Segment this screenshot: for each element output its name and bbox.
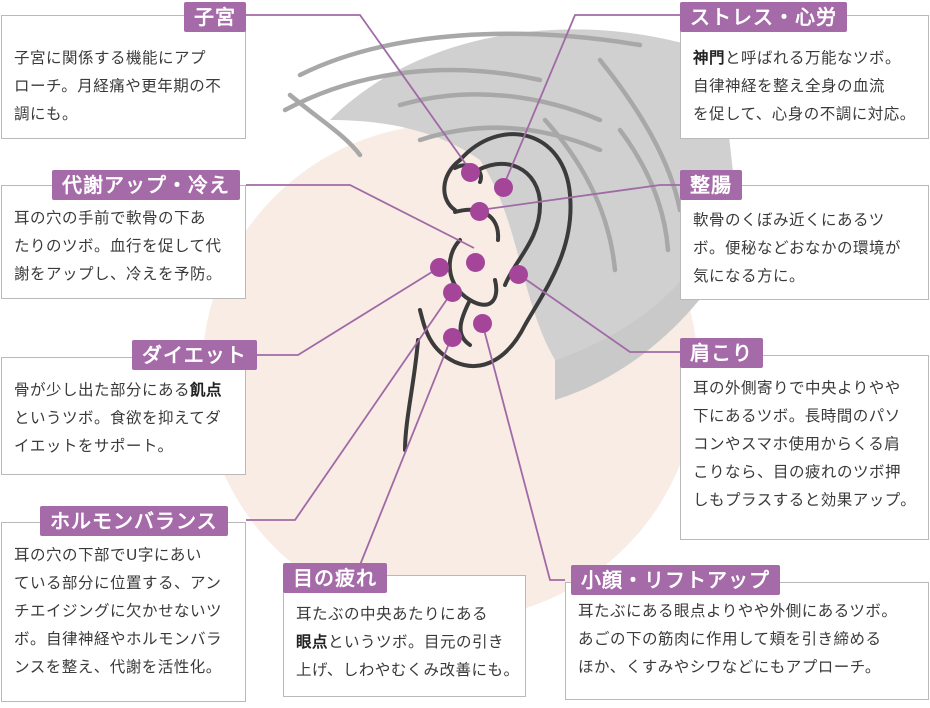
text-span: あごの下の筋肉に作用して頬を引き締める (578, 630, 882, 648)
point-me[interactable] (442, 327, 462, 347)
label-title-seicho: 整腸 (680, 170, 742, 200)
text-span: 耳たぶにある眼点よりやや外側にあるツボ。 (578, 602, 898, 620)
text-span: 耳たぶの中央あたりにある (296, 605, 489, 623)
text-span: しもプラスすると効果アップ。 (693, 491, 917, 509)
label-text-shikyu-line: 調にも。 (14, 100, 235, 128)
label-text-diet-line: イエットをサポート。 (14, 432, 235, 460)
label-text-taisha-line: たりのツボ。血行を促して代 (14, 232, 235, 260)
label-title-stress: ストレス・心労 (680, 2, 847, 32)
label-title-shikyu: 子宮 (184, 2, 246, 32)
label-box-hormone: 耳の穴の下部でU字にあいている部分に位置する、アンチエイジングに欠かせないツボ。… (1, 522, 246, 702)
label-box-me: 耳たぶの中央あたりにある眼点というツボ。目元の引き上げ、しわやむくみ改善にも。 (283, 575, 526, 697)
text-span: 気になる方に。 (693, 267, 806, 285)
text-span: 耳の穴の手前で軟骨の下あ (14, 209, 207, 227)
label-text-seicho-line: 軟骨のくぼみ近くにあるツ (693, 206, 918, 234)
label-box-kogao: 耳たぶにある眼点よりやや外側にあるツボ。あごの下の筋肉に作用して頬を引き締めるほ… (565, 582, 929, 700)
label-text-kogao-line: 耳たぶにある眼点よりやや外側にあるツボ。 (578, 597, 918, 625)
text-span: 骨が少し出た部分にある (14, 381, 191, 399)
label-text-katakori-line: しもプラスすると効果アップ。 (693, 486, 918, 514)
text-span: 耳の穴の下部でU字にあい (14, 546, 202, 564)
label-text-hormone-line: ボ。自律神経やホルモンバラ (14, 625, 235, 653)
text-span: たりのツボ。血行を促して代 (14, 237, 222, 255)
text-span: 上げ、しわやむくみ改善にも。 (296, 661, 520, 679)
leader-lines (246, 14, 680, 581)
label-text-katakori-line: コンやスマホ使用からくる肩 (693, 430, 918, 458)
label-text-shikyu-line: ローチ。月経痛や更年期の不 (14, 72, 235, 100)
text-span: ンスを整え、代謝を活性化。 (14, 658, 222, 676)
point-hormone[interactable] (442, 282, 462, 302)
label-text-me-line: 眼点というツボ。目元の引き (296, 628, 515, 656)
label-text-seicho-line: 気になる方に。 (693, 262, 918, 290)
emphasis-term: 神門 (693, 49, 726, 67)
text-span: を促して、心身の不調に対応。 (693, 105, 916, 123)
label-box-seicho: 軟骨のくぼみ近くにあるツボ。便秘などおなかの環境が気になる方に。 (680, 185, 929, 300)
text-span: コンやスマホ使用からくる肩 (693, 435, 901, 453)
text-span: こりなら、目の疲れのツボ押 (693, 463, 902, 481)
text-span: 耳の外側寄りで中央よりやや (693, 379, 901, 397)
text-span: 下にあるツボ。長時間のパソ (693, 407, 901, 425)
text-span: チエイジングに欠かせないツ (14, 602, 223, 620)
text-span: というツボ。目元の引き (328, 633, 505, 651)
text-span: 謝をアップし、冷えを予防。 (14, 265, 223, 283)
text-span: ローチ。月経痛や更年期の不 (14, 77, 222, 95)
text-span: というツボ。食欲を抑えてダ (14, 409, 222, 427)
label-box-stress: 神門と呼ばれる万能なツボ。自律神経を整え全身の血流を促して、心身の不調に対応。 (680, 15, 929, 139)
hair-strands (282, 31, 683, 273)
label-text-katakori-line: 耳の外側寄りで中央よりやや (693, 374, 918, 402)
text-span: 調にも。 (14, 105, 79, 123)
label-text-taisha-line: 謝をアップし、冷えを予防。 (14, 260, 235, 288)
point-diet[interactable] (429, 257, 449, 277)
label-text-kogao-line: あごの下の筋肉に作用して頬を引き締める (578, 625, 918, 653)
text-span: 子宮に関係する機能にアプ (14, 49, 207, 67)
label-text-hormone-line: チエイジングに欠かせないツ (14, 597, 235, 625)
point-stress[interactable] (493, 177, 513, 197)
point-taisha[interactable] (465, 252, 485, 272)
label-title-hormone: ホルモンバランス (40, 506, 228, 536)
text-span: と呼ばれる万能なツボ。 (725, 49, 902, 67)
label-text-stress-line: 自律神経を整え全身の血流 (693, 72, 918, 100)
label-box-taisha: 耳の穴の手前で軟骨の下あたりのツボ。血行を促して代謝をアップし、冷えを予防。 (1, 185, 246, 299)
label-text-me-line: 耳たぶの中央あたりにある (296, 600, 515, 628)
label-text-stress-line: を促して、心身の不調に対応。 (693, 100, 918, 128)
label-title-taisha: 代謝アップ・冷え (52, 170, 240, 200)
point-seicho[interactable] (469, 201, 489, 221)
text-span: 軟骨のくぼみ近くにあるツ (693, 211, 885, 229)
label-text-hormone-line: 耳の穴の下部でU字にあい (14, 541, 235, 569)
label-text-diet-line: 骨が少し出た部分にある飢点 (14, 376, 235, 404)
label-text-me-line: 上げ、しわやむくみ改善にも。 (296, 656, 519, 684)
emphasis-term: 飢点 (190, 381, 223, 399)
point-katakori[interactable] (508, 264, 528, 284)
label-box-katakori: 耳の外側寄りで中央よりやや下にあるツボ。長時間のパソコンやスマホ使用からくる肩こ… (680, 355, 929, 540)
label-title-diet: ダイエット (132, 340, 257, 370)
ear-outline (403, 132, 573, 452)
label-title-katakori: 肩こり (680, 338, 763, 368)
label-text-katakori-line: 下にあるツボ。長時間のパソ (693, 402, 918, 430)
point-shikyu[interactable] (460, 162, 480, 182)
label-text-hormone-line: ンスを整え、代謝を活性化。 (14, 653, 235, 681)
label-text-stress-line: 神門と呼ばれる万能なツボ。 (693, 44, 918, 72)
text-span: ている部分に位置する、アン (14, 574, 222, 592)
label-text-kogao-line: ほか、くすみやシワなどにもアプローチ。 (578, 653, 918, 681)
label-text-diet-line: というツボ。食欲を抑えてダ (14, 404, 235, 432)
label-text-shikyu-line: 子宮に関係する機能にアプ (14, 44, 235, 72)
label-box-shikyu: 子宮に関係する機能にアプローチ。月経痛や更年期の不調にも。 (1, 15, 246, 139)
label-text-hormone-line: ている部分に位置する、アン (14, 569, 235, 597)
label-text-taisha-line: 耳の穴の手前で軟骨の下あ (14, 204, 235, 232)
emphasis-term: 眼点 (296, 633, 329, 651)
label-text-seicho-line: ボ。便秘などおなかの環境が (693, 234, 918, 262)
text-span: 自律神経を整え全身の血流 (693, 77, 886, 95)
label-box-diet: 骨が少し出た部分にある飢点というツボ。食欲を抑えてダイエットをサポート。 (1, 357, 246, 475)
neck-hair-shape (555, 190, 740, 400)
point-kogao[interactable] (472, 313, 492, 333)
hair-shape (330, 29, 735, 360)
label-title-kogao: 小顔・リフトアップ (571, 565, 780, 595)
label-text-katakori-line: こりなら、目の疲れのツボ押 (693, 458, 918, 486)
text-span: イエットをサポート。 (14, 437, 174, 455)
text-span: ボ。便秘などおなかの環境が (693, 239, 902, 257)
text-span: ほか、くすみやシワなどにもアプローチ。 (578, 658, 881, 676)
label-title-me: 目の疲れ (283, 563, 387, 593)
text-span: ボ。自律神経やホルモンバラ (14, 630, 223, 648)
